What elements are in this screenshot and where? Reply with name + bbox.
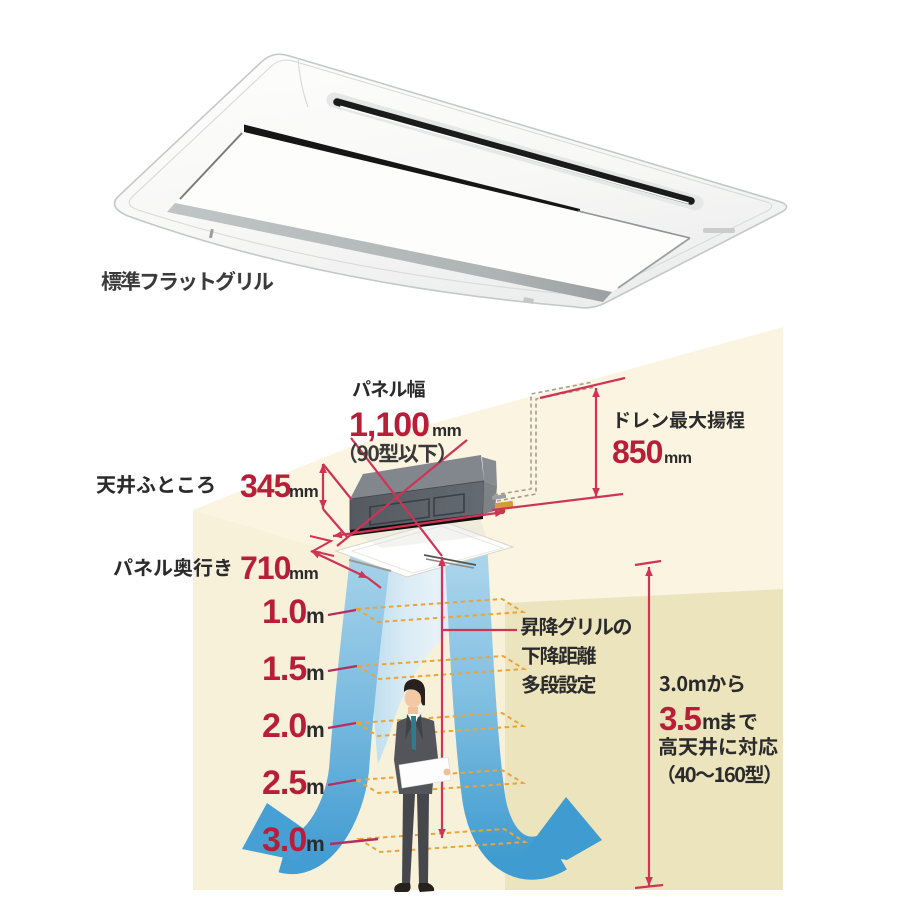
svg-text:m: m [306,776,324,799]
svg-text:2.5: 2.5 [262,764,306,802]
svg-text:m: m [306,605,324,628]
svg-text:1.5: 1.5 [262,650,306,688]
svg-text:1.0: 1.0 [262,593,306,631]
svg-text:m: m [306,719,324,742]
svg-text:2.0: 2.0 [262,707,306,745]
svg-text:m: m [306,833,324,856]
svg-text:m: m [306,662,324,685]
svg-text:m: m [702,711,720,734]
svg-text:345: 345 [240,468,291,504]
svg-text:3.0: 3.0 [262,821,306,859]
svg-text:mm: mm [432,421,462,440]
svg-text:1,100: 1,100 [349,406,429,444]
svg-text:3.5: 3.5 [659,700,702,737]
svg-text:mm: mm [289,564,319,583]
svg-text:mm: mm [289,482,319,501]
svg-text:710: 710 [240,550,291,586]
svg-text:850: 850 [612,434,663,470]
svg-text:mm: mm [664,450,692,467]
